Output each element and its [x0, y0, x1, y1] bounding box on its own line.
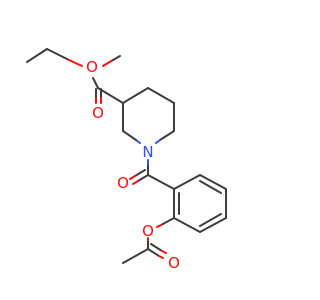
- bond: [26, 48, 48, 63]
- bond: [173, 217, 201, 233]
- bond: [147, 174, 175, 190]
- bond: [160, 217, 175, 226]
- bond: [122, 248, 149, 264]
- bond: [112, 55, 121, 61]
- bond: [129, 175, 136, 180]
- bond: [102, 59, 114, 67]
- atom-label-o: O: [86, 58, 98, 76]
- bond: [122, 87, 149, 104]
- bond: [199, 180, 222, 194]
- bond: [46, 48, 70, 61]
- bond: [159, 130, 175, 141]
- atom-label-o: O: [117, 174, 129, 192]
- bond: [150, 243, 163, 252]
- atom-label-o: O: [142, 222, 154, 240]
- bond: [156, 224, 162, 228]
- atom-label-o: O: [92, 104, 104, 122]
- molecule-structure: O O N O O O: [26, 48, 227, 272]
- structure-canvas: O O N O O O: [26, 48, 227, 272]
- bond: [173, 174, 201, 190]
- bond: [134, 169, 146, 177]
- bond: [155, 139, 161, 144]
- bond: [132, 180, 139, 185]
- atom-label-o: O: [168, 254, 180, 272]
- atom-label-n: N: [142, 143, 153, 161]
- bond: [199, 217, 227, 233]
- bond: [147, 248, 160, 257]
- bond: [137, 174, 149, 182]
- bond: [97, 87, 124, 104]
- bond: [199, 174, 227, 190]
- bond: [68, 59, 83, 67]
- bond: [122, 130, 137, 141]
- bond: [199, 213, 222, 227]
- bond: [161, 250, 167, 254]
- bond: [147, 87, 175, 104]
- bond: [92, 77, 99, 89]
- bond: [158, 255, 164, 259]
